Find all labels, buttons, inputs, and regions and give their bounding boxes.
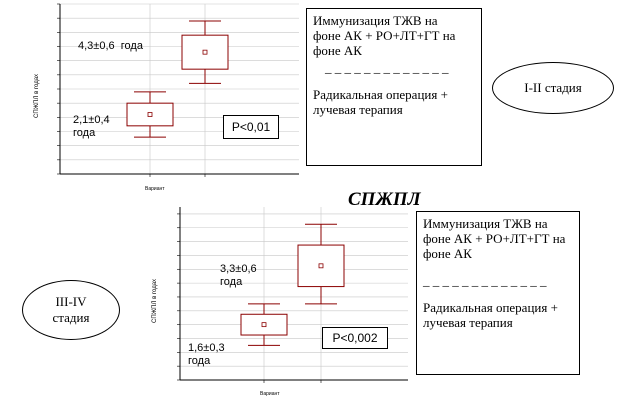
- bottom-stage-ellipse: III-IV стадия: [22, 280, 120, 340]
- top-x-axis-label: Вариант: [145, 186, 165, 192]
- bottom-legend-line-1: Иммунизация ТЖВ на: [423, 216, 548, 231]
- top-legend-line-5: лучевая терапия: [313, 102, 403, 117]
- top-legend-box: Иммунизация ТЖВ на фоне АК + РО+ЛТ+ГТ на…: [306, 8, 482, 166]
- median-marker: [318, 263, 324, 269]
- top-series-1-unit: года: [73, 127, 96, 139]
- top-legend-line-3: фоне АК: [313, 43, 362, 58]
- top-y-axis-label: СПЖПЛ в годах: [34, 73, 40, 118]
- bottom-legend-box: Иммунизация ТЖВ на фоне АК + РО+ЛТ+ГТ на…: [416, 211, 580, 375]
- top-chart-svg: [57, 3, 299, 177]
- box: [181, 34, 229, 70]
- box: [297, 244, 345, 288]
- median-marker: [261, 322, 267, 328]
- bottom-legend-dash: _ _ _ _ _ _ _ _ _ _ _ _ _: [423, 273, 547, 288]
- top-legend-line-4: Радикальная операция +: [313, 87, 448, 102]
- bottom-stage-line-2: стадия: [52, 310, 90, 325]
- bottom-p-value: P<0,002: [322, 327, 388, 349]
- bottom-chart-svg: [177, 207, 408, 383]
- bottom-stage-line-1: III-IV: [55, 294, 87, 309]
- bottom-series-2-unit: года: [220, 276, 243, 288]
- median-marker: [147, 112, 153, 117]
- top-legend-line-2: фоне АК + РО+ЛТ+ГТ на: [313, 28, 456, 43]
- bottom-y-axis-label: СПЖПЛ в годах: [152, 278, 158, 323]
- bottom-x-axis-label: Вариант: [260, 391, 280, 397]
- top-p-value: P<0,01: [223, 115, 279, 139]
- box: [126, 102, 174, 127]
- top-series-1-value: 2,1±0,4: [73, 114, 110, 126]
- top-legend-dash: _ _ _ _ _ _ _ _ _ _ _ _ _: [325, 60, 449, 75]
- median-marker: [202, 49, 208, 55]
- bottom-series-1-unit: года: [188, 355, 211, 367]
- bottom-legend-line-2: фоне АК + РО+ЛТ+ГТ на: [423, 231, 566, 246]
- bottom-series-1-value: 1,6±0,3: [188, 342, 225, 354]
- bottom-legend-line-3: фоне АК: [423, 246, 472, 261]
- top-series-2-unit: года: [120, 40, 143, 52]
- top-stage-ellipse: I-II стадия: [492, 62, 614, 114]
- box: [240, 313, 288, 336]
- top-series-2-value: 4,3±0,6: [78, 40, 115, 52]
- top-legend-line-1: Иммунизация ТЖВ на: [313, 13, 438, 28]
- center-title: СПЖПЛ: [348, 189, 421, 210]
- top-series-2-label: 4,3±0,6 года: [78, 40, 143, 53]
- bottom-legend-line-4: Радикальная операция +: [423, 300, 558, 315]
- top-chart-panel: СПЖПЛ в годах Вариант 4,3±0,6 года 2,1±0…: [5, 2, 301, 192]
- bottom-legend-line-5: лучевая терапия: [423, 315, 513, 330]
- bottom-series-2-value: 3,3±0,6: [220, 263, 257, 275]
